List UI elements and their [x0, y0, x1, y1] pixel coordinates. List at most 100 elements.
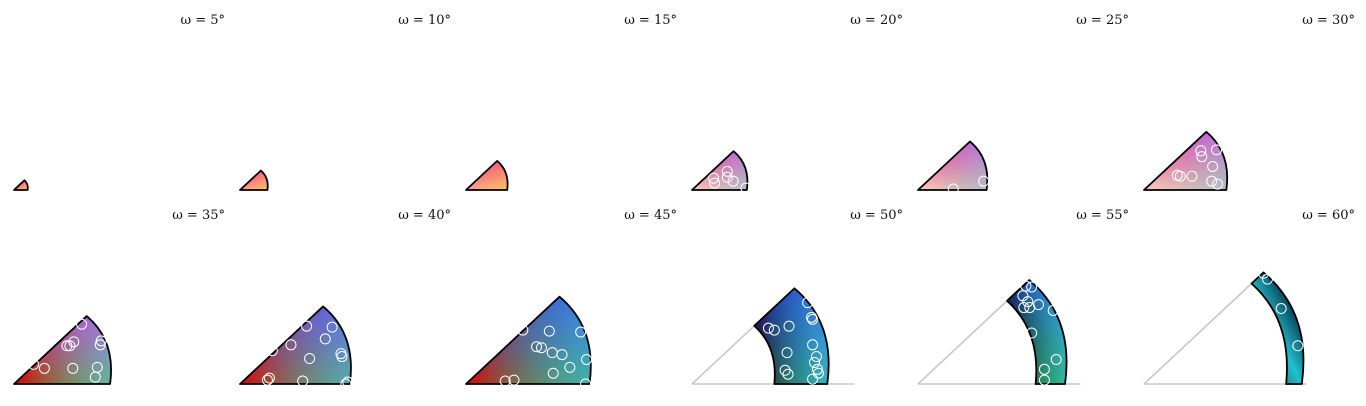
orientation-point	[1035, 264, 1047, 276]
orientation-point	[297, 375, 309, 387]
sector-outline	[1250, 271, 1305, 385]
orientation-point	[564, 361, 576, 373]
orientation-point	[1026, 281, 1038, 293]
orientation-point	[1033, 299, 1045, 311]
orientation-point	[575, 326, 587, 338]
orientation-point	[92, 311, 104, 323]
orientation-point	[806, 311, 818, 323]
sector-color-fill	[1251, 272, 1304, 384]
sector-outline	[1006, 279, 1068, 385]
pole-figure-panel: ω = 55°	[917, 208, 1129, 386]
panel-title: ω = 10°	[398, 13, 451, 28]
pole-figure-panel: ω = 10°	[239, 13, 451, 191]
orientation-point	[783, 320, 795, 332]
orientation-point	[1018, 302, 1030, 314]
pole-figure-panel: ω = 5°	[13, 13, 225, 191]
orientation-point	[782, 368, 794, 380]
orientation-point	[1261, 273, 1273, 285]
orientation-point	[301, 320, 313, 332]
orientation-point	[1186, 170, 1198, 182]
orientation-point	[517, 324, 529, 336]
orientation-point	[781, 347, 793, 359]
orientation-point	[1026, 327, 1038, 339]
orientation-point	[721, 171, 733, 183]
orientation-point	[64, 340, 76, 352]
orientation-point	[1022, 296, 1034, 308]
sector-guide-line	[1143, 282, 1307, 385]
orientation-point	[261, 374, 273, 386]
sector-color-fill	[1144, 131, 1228, 190]
sector-outline	[917, 140, 989, 191]
orientation-point	[1206, 175, 1218, 187]
orientation-point	[1251, 252, 1263, 264]
orientation-point	[807, 313, 819, 325]
panel-title: ω = 50°	[850, 208, 903, 223]
orientation-point	[810, 351, 822, 363]
orientation-point	[947, 183, 959, 195]
orientation-point	[68, 336, 80, 348]
orientation-point	[1038, 374, 1050, 386]
orientation-point	[1174, 170, 1186, 182]
orientation-point	[61, 340, 73, 352]
pole-figure-panel: ω = 50°	[691, 208, 903, 385]
pole-figure-panel: ω = 20°	[691, 13, 903, 194]
pole-figure-panel: ω = 15°	[465, 13, 677, 191]
orientation-point	[535, 342, 547, 354]
panel-title: ω = 20°	[850, 13, 903, 28]
sector-color-fill	[918, 141, 988, 190]
orientation-point	[580, 378, 592, 390]
orientation-point	[342, 376, 354, 388]
orientation-point	[531, 341, 543, 353]
orientation-point	[1195, 145, 1207, 157]
orientation-point	[28, 358, 40, 370]
orientation-point	[708, 172, 720, 184]
orientation-point	[768, 324, 780, 336]
orientation-point	[285, 339, 297, 351]
orientation-point	[556, 349, 568, 361]
orientation-point	[727, 175, 739, 187]
orientation-point	[326, 321, 338, 333]
sector-outline	[465, 295, 592, 385]
panel-title: ω = 40°	[398, 208, 451, 223]
orientation-point	[1050, 354, 1062, 365]
orientation-point	[340, 378, 352, 390]
panel-title: ω = 15°	[624, 13, 677, 28]
orientation-point	[1196, 151, 1208, 163]
pole-figure-panel: ω = 45°	[465, 208, 677, 390]
pole-figure-panel: ω = 25°	[917, 13, 1129, 195]
sector-outline	[465, 159, 509, 191]
orientation-point	[1033, 262, 1045, 274]
panel-title: ω = 55°	[1076, 208, 1129, 223]
orientation-point	[811, 363, 823, 375]
orientation-point	[76, 318, 88, 330]
pole-figure-panel: ω = 35°	[13, 208, 225, 385]
sector-color-fill	[466, 160, 508, 190]
orientation-point	[809, 356, 820, 368]
orientation-point	[266, 345, 278, 357]
orientation-point	[94, 339, 106, 351]
pole-figure-panel: ω = 40°	[239, 208, 451, 390]
orientation-point	[1047, 305, 1059, 316]
orientation-point	[740, 182, 752, 194]
orientation-point	[319, 333, 331, 345]
panel-title: ω = 60°	[1302, 208, 1355, 223]
orientation-point	[38, 362, 50, 374]
orientation-point	[1020, 280, 1032, 292]
panel-title: ω = 25°	[1076, 13, 1129, 28]
orientation-point	[1038, 363, 1050, 375]
orientation-point	[1207, 160, 1219, 172]
orientation-point	[807, 373, 819, 385]
orientation-point	[721, 165, 733, 177]
pole-figure-panel: ω = 60°	[1143, 208, 1355, 385]
orientation-point	[799, 268, 811, 280]
sector-outline	[13, 315, 112, 385]
sector-outline	[1143, 130, 1229, 191]
sector-outline	[239, 169, 269, 191]
orientation-point	[978, 175, 990, 187]
orientation-point	[779, 364, 791, 376]
orientation-point	[1292, 340, 1304, 352]
orientation-point	[1275, 303, 1287, 315]
sector-outline	[691, 150, 749, 191]
sector-color-fill	[466, 296, 591, 384]
